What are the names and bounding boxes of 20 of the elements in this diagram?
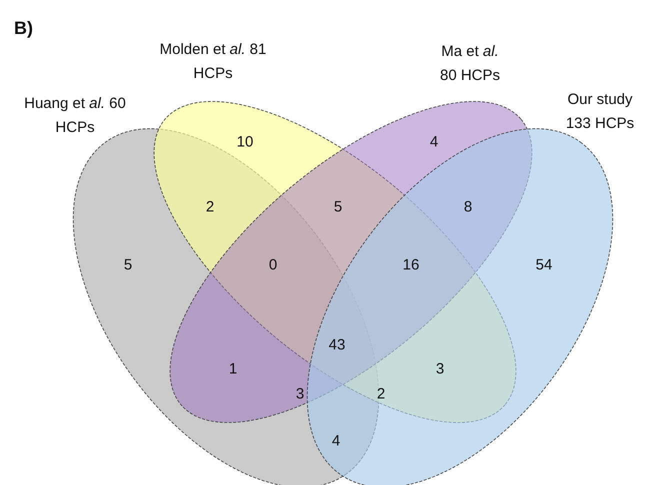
region-count: 4 (430, 134, 438, 150)
set-label: Our study 133 HCPs (564, 90, 636, 134)
region-count: 16 (402, 256, 420, 274)
region-count: 2 (206, 198, 214, 216)
region-count: 5 (124, 256, 132, 274)
region-count: 3 (296, 386, 304, 402)
set-label: Huang et al. 60 HCPs (23, 94, 127, 138)
region-count: 8 (464, 198, 472, 216)
panel-label: B) (14, 18, 33, 39)
region-count: 5 (334, 198, 342, 216)
region-count: 0 (268, 256, 278, 274)
region-count: 2 (376, 386, 386, 402)
region-count: 43 (328, 336, 346, 354)
region-count: 4 (332, 432, 340, 450)
set-label: Molden et al. 81 HCPs (158, 40, 268, 84)
set-label: Ma et al. 80 HCPs (438, 42, 502, 86)
region-count: 1 (228, 360, 238, 378)
region-count: 54 (536, 256, 552, 274)
region-count: 3 (436, 360, 444, 378)
region-count: 10 (236, 134, 254, 150)
